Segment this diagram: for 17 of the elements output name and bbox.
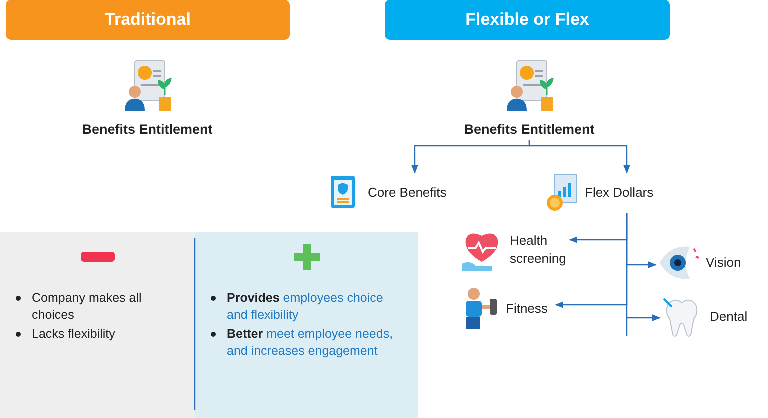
bullet-item: Company makes all choices	[32, 291, 142, 322]
node-label: Health screening	[510, 232, 568, 268]
node-title: Benefits Entitlement	[464, 122, 595, 137]
node-label: Vision	[706, 254, 742, 272]
section-header: Flexible or Flex	[385, 0, 670, 40]
info-panel	[0, 232, 195, 418]
node-title: Benefits Entitlement	[82, 122, 213, 137]
section-header: Traditional	[6, 0, 290, 40]
info-panel	[195, 232, 418, 418]
bullet-item: Lacks flexibility	[32, 327, 116, 341]
node-label: Fitness	[506, 300, 548, 318]
node-label: Dental	[710, 308, 748, 326]
bullet-item: Better meet employee needs, and increases engagement	[227, 327, 394, 358]
arrow	[626, 213, 661, 337]
node-label: Flex Dollars	[585, 184, 654, 202]
node-label: Core Benefits	[368, 184, 447, 202]
arrow	[528, 140, 630, 174]
